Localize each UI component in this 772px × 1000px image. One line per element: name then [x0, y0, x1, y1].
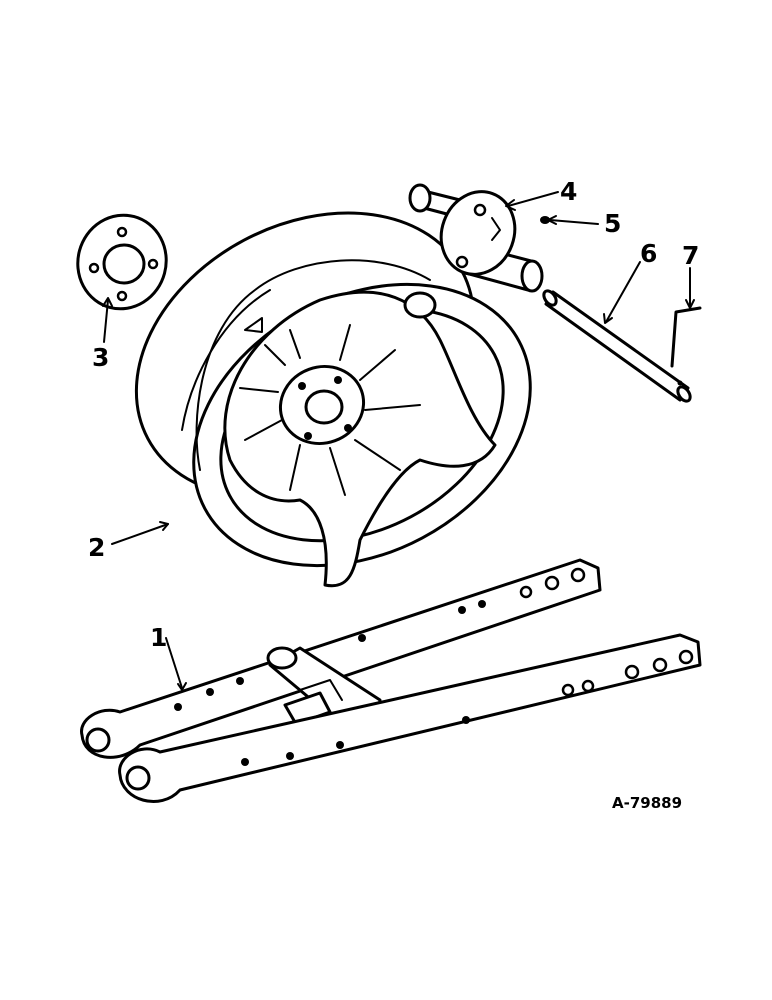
callout-2: 2 — [88, 533, 105, 562]
drawing-number: A-79889 — [612, 794, 682, 812]
callout-1: 1 — [150, 623, 167, 652]
leader-lines — [102, 191, 695, 691]
callout-3: 3 — [92, 343, 109, 372]
callout-5: 5 — [604, 209, 621, 238]
clip-pin — [670, 306, 702, 368]
callout-7: 7 — [682, 241, 699, 270]
axle-flange — [408, 183, 544, 293]
callout-6: 6 — [640, 239, 657, 268]
pin — [542, 289, 692, 403]
flange-plate — [76, 213, 168, 311]
callout-4: 4 — [560, 177, 577, 206]
callout-numbers: 1 2 3 4 5 6 7 — [88, 177, 699, 652]
bolt — [540, 216, 550, 224]
drawbar-frame — [80, 558, 702, 803]
